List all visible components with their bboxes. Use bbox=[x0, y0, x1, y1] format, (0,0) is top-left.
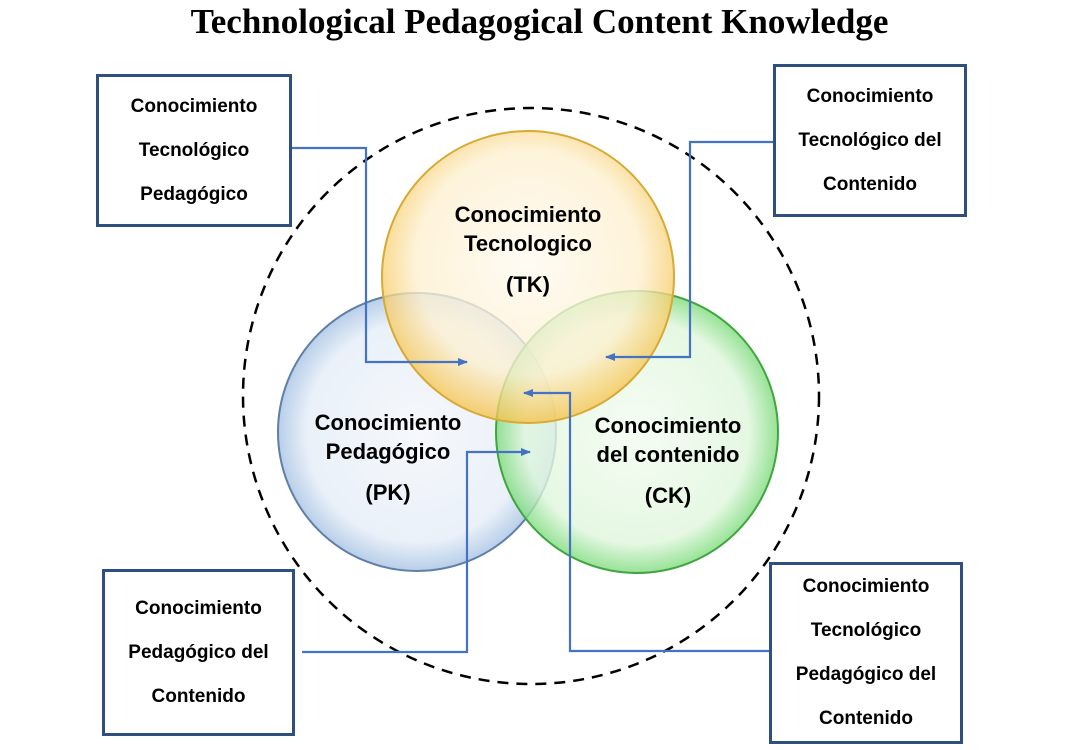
tk-label-line2: Tecnologico bbox=[464, 231, 592, 256]
connector-pck bbox=[302, 448, 531, 654]
pck-box-line3: Contenido bbox=[151, 685, 246, 707]
tpk-box-line3: Pedagógico bbox=[140, 183, 248, 205]
ck-label-line1: Conocimiento bbox=[594, 413, 742, 438]
ck-label-line2: del contenido bbox=[596, 442, 740, 467]
pk-label-line2: Pedagógico bbox=[325, 439, 451, 464]
tpk-box-line1: Conocimiento bbox=[130, 95, 258, 117]
tpack-box-line4: Contenido bbox=[819, 708, 913, 729]
tck-box-line2: Tecnológico del bbox=[798, 129, 942, 151]
outer-context-circle bbox=[241, 106, 821, 686]
tpack-box: Conocimiento Tecnológico Pedagógico del … bbox=[769, 562, 963, 744]
pck-box-line1: Conocimiento bbox=[135, 597, 262, 619]
tck-box-line1: Conocimiento bbox=[806, 85, 934, 107]
connector-tck bbox=[605, 140, 773, 361]
tpk-box-line2: Tecnológico bbox=[138, 139, 250, 161]
diagram-title: Technological Pedagogical Content Knowle… bbox=[190, 2, 889, 41]
tck-box: Conocimiento Tecnológico del Contenido bbox=[773, 64, 967, 217]
ck-label-abbr: (CK) bbox=[644, 483, 692, 508]
tpack-box-line2: Tecnológico bbox=[810, 620, 922, 641]
tk-label-abbr: (TK) bbox=[506, 272, 550, 297]
tk-label: Conocimiento Tecnologico (TK) bbox=[428, 200, 628, 299]
tk-circle bbox=[381, 130, 675, 424]
tk-label-line1: Conocimiento bbox=[454, 202, 602, 227]
tpack-box-line1: Conocimiento bbox=[802, 576, 930, 597]
pk-label-abbr: (PK) bbox=[365, 480, 411, 505]
tpk-box: Conocimiento Tecnológico Pedagógico bbox=[96, 74, 292, 227]
tpack-box-line3: Pedagógico del bbox=[795, 664, 937, 685]
pck-box: Conocimiento Pedagógico del Contenido bbox=[102, 569, 295, 736]
pk-label: Conocimiento Pedagógico (PK) bbox=[288, 408, 488, 507]
pck-box-line2: Pedagógico del bbox=[128, 641, 269, 663]
connector-tpk bbox=[292, 146, 468, 366]
pk-label-line1: Conocimiento bbox=[314, 410, 462, 435]
connector-tpack bbox=[523, 389, 769, 653]
tck-box-line3: Contenido bbox=[823, 173, 917, 195]
ck-label: Conocimiento del contenido (CK) bbox=[578, 411, 758, 510]
